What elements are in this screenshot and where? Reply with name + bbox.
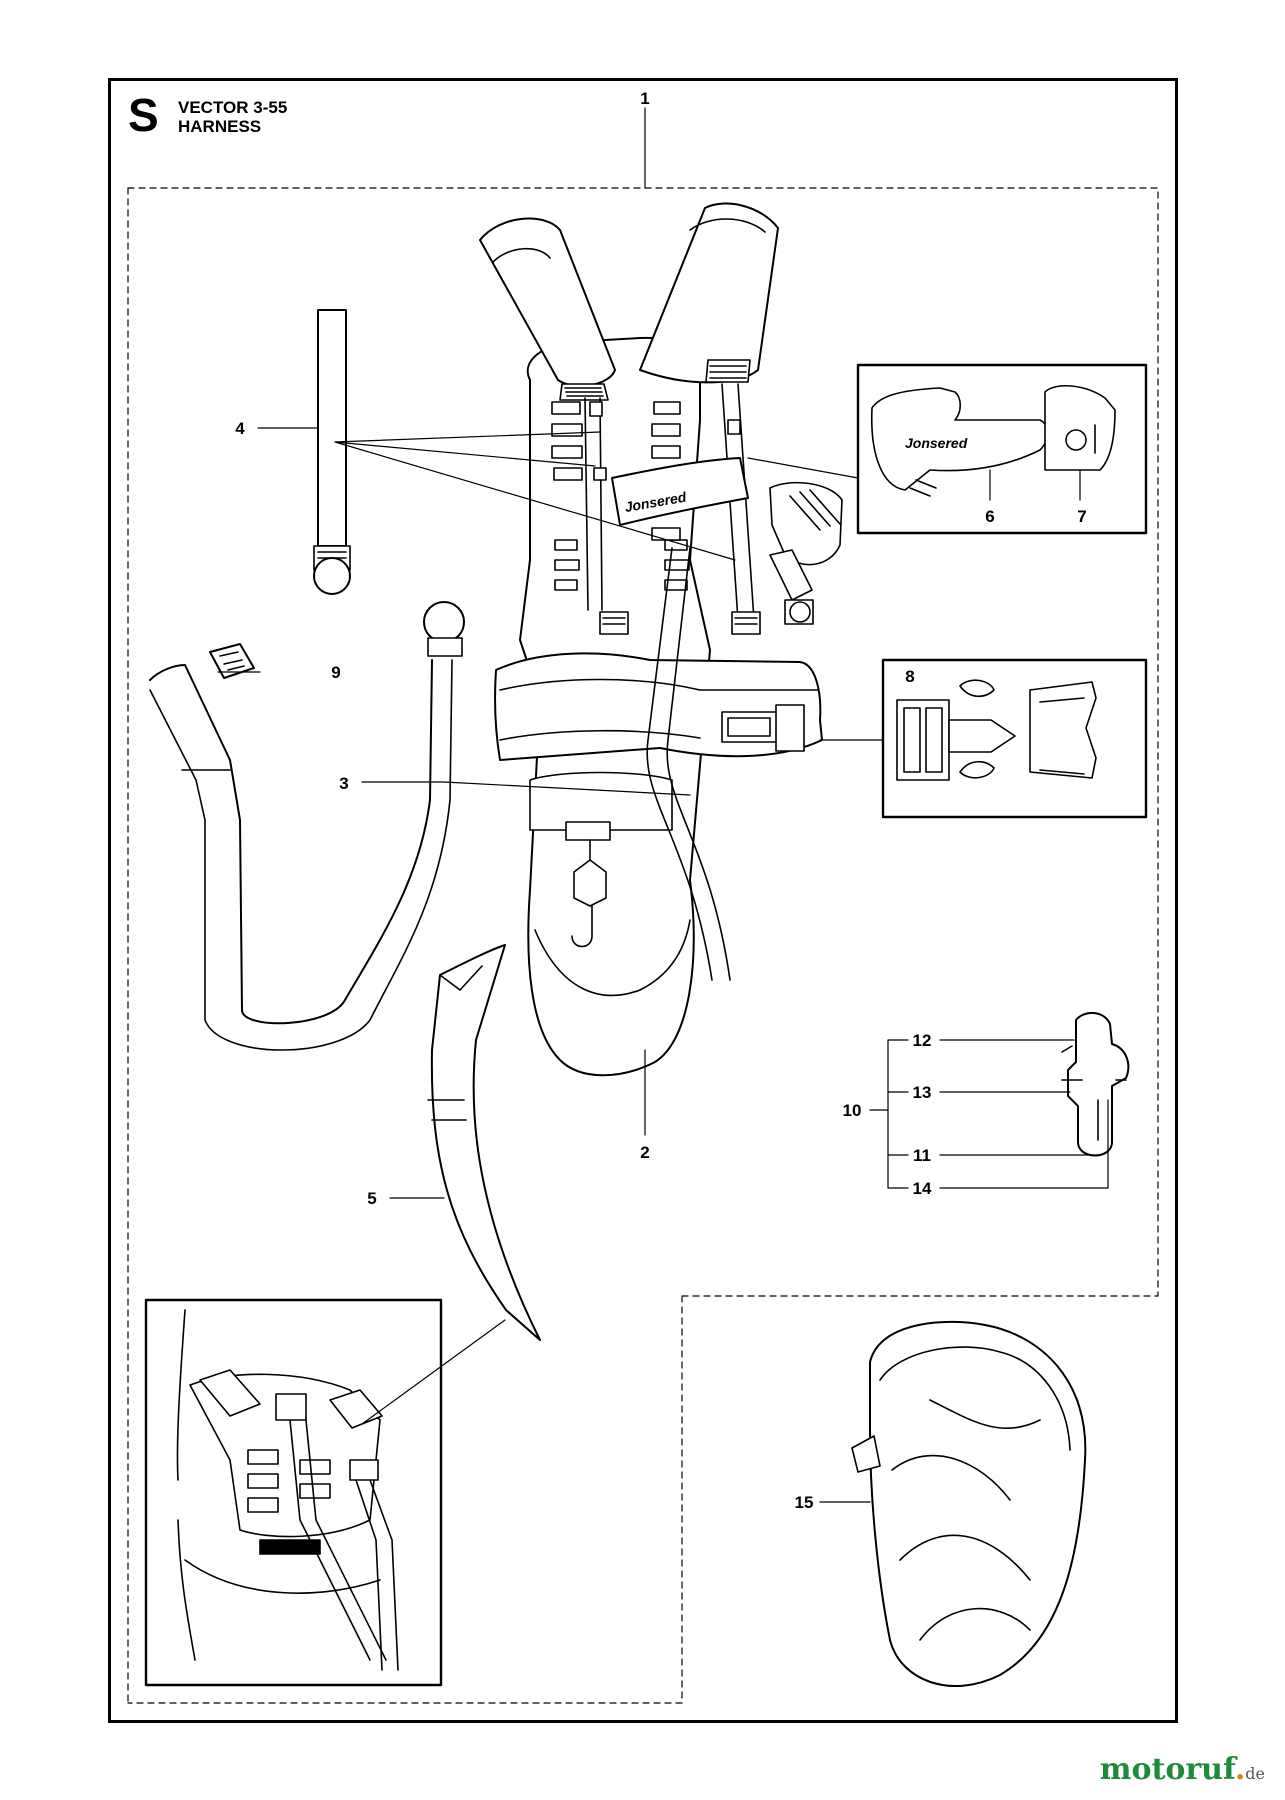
callout-13: 13 [913,1083,932,1102]
callout-14: 14 [913,1179,932,1198]
leader-lines [217,107,1109,1503]
part-3-strap [149,601,465,1051]
part-15-bag [851,1320,1087,1688]
group-15-dashed-border [127,1295,1159,1704]
callout-7: 7 [1077,507,1086,526]
callout-12: 12 [913,1031,932,1050]
callout-6: 6 [985,507,994,526]
assembly-name: HARNESS [178,117,262,136]
drawing-frame [108,78,1178,1723]
part-9-slide-buckle [209,643,255,679]
watermark: motoruf.de [1099,1752,1265,1787]
callout-4: 4 [235,419,245,438]
watermark-tld: de [1245,1764,1265,1783]
inset-8-buckle [881,658,1148,819]
callout-10: 10 [843,1101,862,1120]
part-5-strap [427,944,541,1341]
waist-belt [494,652,823,948]
callout-1: 1 [640,89,649,108]
harness-back-pad [519,336,711,1077]
inset-logo: Jonsered [905,435,968,451]
title-block: VECTOR 3-55 HARNESS [178,98,287,136]
callout-9: 9 [331,663,340,682]
callout-11: 11 [913,1146,931,1165]
callout-2: 2 [640,1143,649,1162]
model-name: VECTOR 3-55 [178,98,288,117]
part-10-hook [1061,1012,1130,1157]
callout-15: 15 [795,1493,814,1512]
harness-side-strap [646,547,731,981]
callout-5: 5 [367,1189,376,1208]
shoulder-straps [479,202,779,635]
callout-8: 8 [905,667,914,686]
callout-3: 3 [339,774,348,793]
watermark-name: motoruf [1099,1752,1235,1787]
part-4-strap [313,309,351,595]
inset-detail-view [144,1298,443,1687]
group-1-dashed-border [127,187,1159,1297]
chest-strap: Jonsered [611,457,843,625]
inset-6-7: Jonsered [856,363,1148,535]
sheet-letter: S [128,89,159,141]
